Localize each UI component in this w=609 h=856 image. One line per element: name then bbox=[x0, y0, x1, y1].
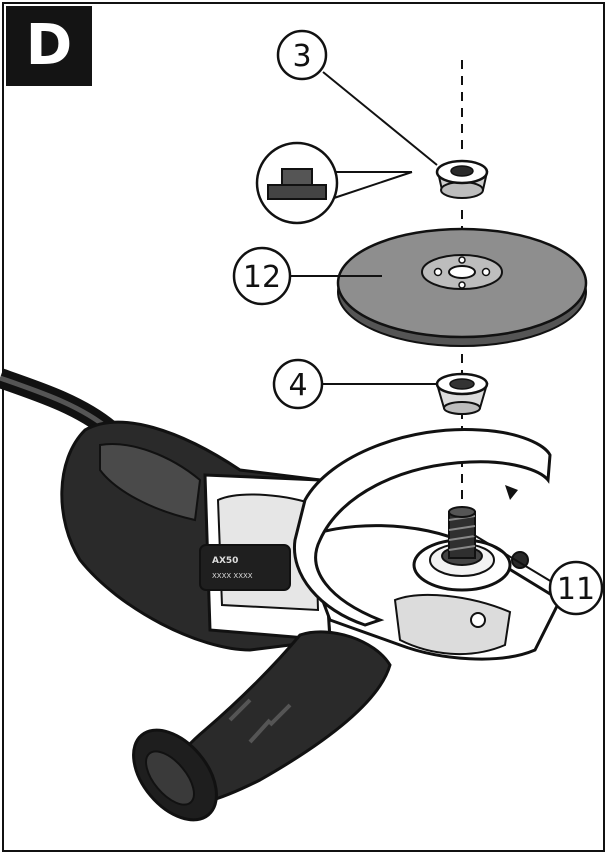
callout-label-4: 4 bbox=[288, 368, 307, 403]
spindle-assembly bbox=[412, 506, 512, 592]
callout-circle-4 bbox=[272, 358, 324, 410]
callout-circle-3 bbox=[276, 29, 328, 81]
callout-circle-12 bbox=[232, 246, 292, 306]
leader-line-11 bbox=[473, 534, 553, 583]
panel-letter-label: D bbox=[6, 6, 92, 86]
callout-label-12: 12 bbox=[243, 260, 281, 295]
callout-label-3: 3 bbox=[292, 39, 311, 74]
wheel-guard bbox=[292, 427, 552, 627]
machine-badge-line2: XXXX XXXX bbox=[212, 572, 253, 580]
side-handle bbox=[132, 630, 392, 822]
grinding-disc-part-12 bbox=[336, 227, 588, 347]
callout-label-11: 11 bbox=[557, 572, 595, 607]
leader-line-3 bbox=[322, 71, 438, 166]
callout-circle-11 bbox=[548, 560, 604, 616]
nut-profile-detail-bubble bbox=[255, 141, 413, 225]
inner-flange-part-4 bbox=[435, 372, 489, 415]
machine-badge-line1: AX50 bbox=[212, 556, 238, 566]
clamping-nut-part-3 bbox=[435, 159, 489, 199]
power-cord bbox=[0, 368, 117, 438]
angle-grinder-body bbox=[60, 420, 562, 661]
